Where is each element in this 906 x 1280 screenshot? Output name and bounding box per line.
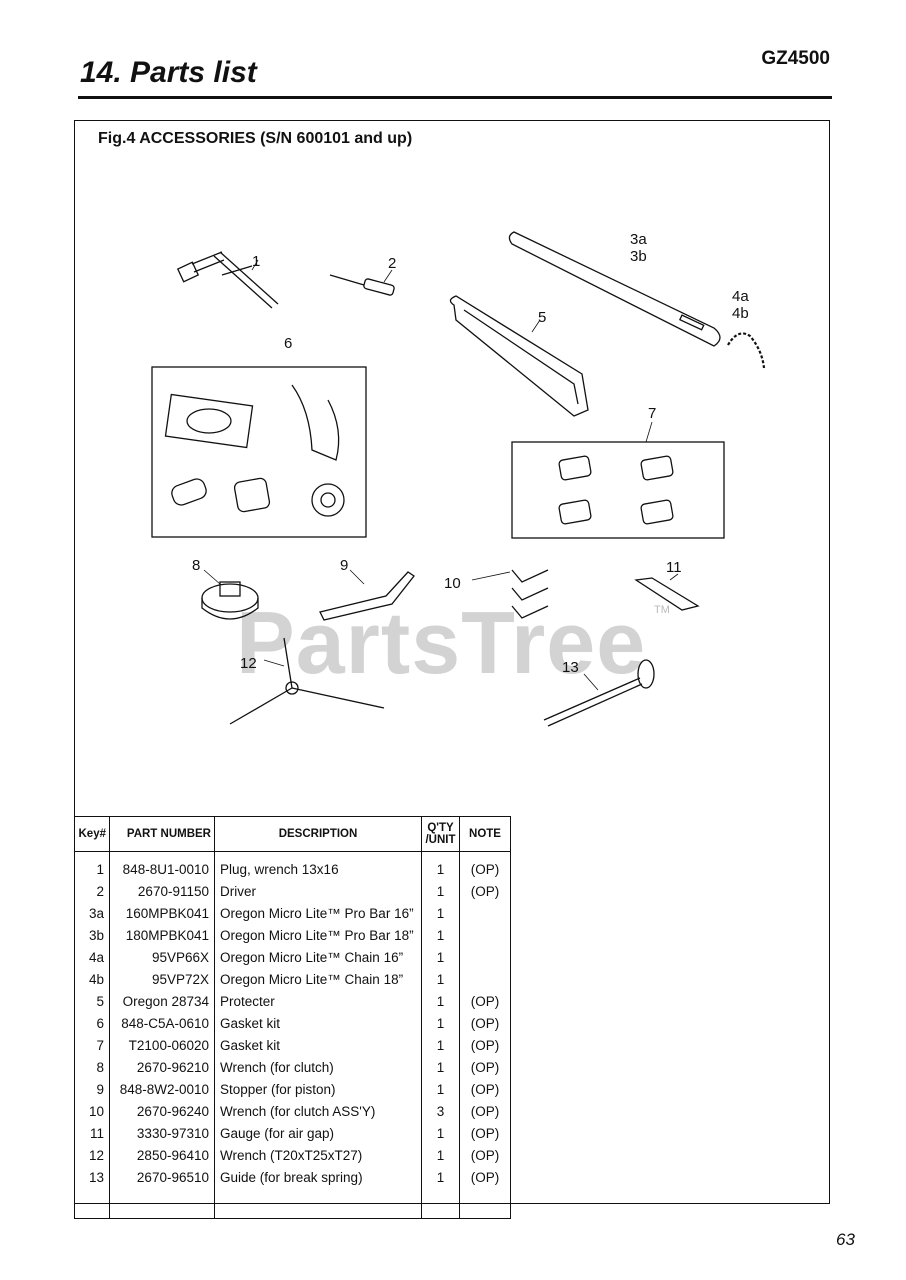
header-qty-line1: Q'TY — [427, 822, 454, 834]
header-key: Key# — [74, 816, 110, 852]
figure-title: Fig.4 ACCESSORIES (S/N 600101 and up) — [98, 130, 413, 147]
piston-stopper-drawing — [319, 571, 415, 621]
watermark: PartsTree — [236, 593, 647, 692]
header-part-number: PART NUMBER — [109, 816, 215, 852]
callout-4b: 4b — [732, 305, 749, 322]
callout-10: 10 — [444, 575, 461, 592]
callout-4a: 4a — [732, 288, 749, 305]
air-gap-gauge-drawing — [634, 577, 700, 611]
driver-drawing — [329, 274, 395, 296]
callout-1: 1 — [252, 253, 260, 270]
header-qty-line2: /UNIT — [425, 834, 456, 846]
page-title: 14. Parts list — [80, 56, 257, 89]
header-qty: Q'TY/UNIT — [421, 816, 460, 852]
gasket-kit-box-7 — [511, 441, 725, 539]
callout-6: 6 — [284, 335, 292, 352]
watermark-tm: TM — [654, 604, 670, 616]
parts-table: Key# PART NUMBER DESCRIPTION Q'TY/UNIT N… — [74, 816, 511, 1219]
chain-drawing — [727, 332, 766, 369]
accessories-diagram: 1 2 3a 3b 4a 4b 5 6 7 8 9 10 11 12 13 — [151, 231, 766, 727]
title-divider — [78, 96, 832, 99]
callout-5: 5 — [538, 309, 546, 326]
callout-3b: 3b — [630, 248, 647, 265]
table-filler-row — [74, 1188, 511, 1219]
page-number: 63 — [836, 1230, 855, 1249]
gasket-kit-box-6 — [151, 366, 367, 538]
callout-12: 12 — [240, 655, 257, 672]
model-number: GZ4500 — [761, 48, 830, 69]
callout-3a: 3a — [630, 231, 647, 248]
callout-2: 2 — [388, 255, 396, 272]
clutch-wrench-drawing — [201, 581, 259, 620]
callout-9: 9 — [340, 557, 348, 574]
callout-7: 7 — [648, 405, 656, 422]
callout-13: 13 — [562, 659, 579, 676]
table-header-row: Key# PART NUMBER DESCRIPTION Q'TY/UNIT N… — [74, 816, 511, 852]
callout-8: 8 — [192, 557, 200, 574]
t-wrench-drawing — [229, 637, 385, 725]
plug-wrench-drawing — [176, 251, 279, 309]
header-description: DESCRIPTION — [214, 816, 422, 852]
spring-guide-drawing — [543, 659, 655, 727]
callout-11: 11 — [666, 559, 682, 576]
header-note: NOTE — [459, 816, 511, 852]
protector-drawing — [449, 295, 589, 417]
clutch-assy-wrench-drawing — [511, 569, 549, 619]
guide-bar-drawing — [508, 231, 721, 347]
